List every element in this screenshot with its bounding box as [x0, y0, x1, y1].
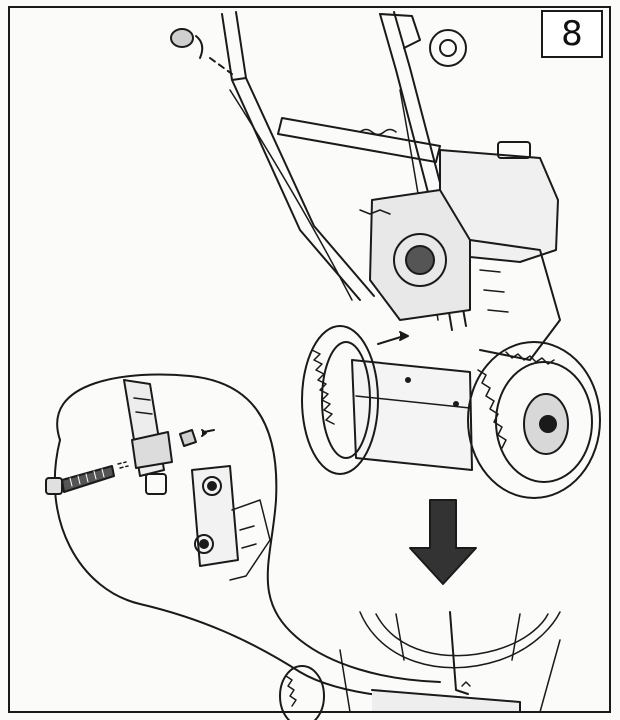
left-wheel — [301, 325, 379, 475]
bolt-icon — [45, 461, 129, 495]
right-wheel — [467, 341, 601, 499]
step-number: 8 — [561, 14, 583, 54]
handle-knob-icon — [170, 28, 233, 75]
lower-assembly-view — [279, 611, 561, 720]
step-number-box: 8 — [541, 10, 603, 58]
down-arrow-icon — [409, 499, 477, 585]
engine — [359, 141, 561, 361]
diagram-frame — [8, 6, 611, 713]
tine-housing — [351, 359, 473, 471]
nut-icon — [179, 429, 215, 447]
detail-callout — [45, 373, 441, 701]
